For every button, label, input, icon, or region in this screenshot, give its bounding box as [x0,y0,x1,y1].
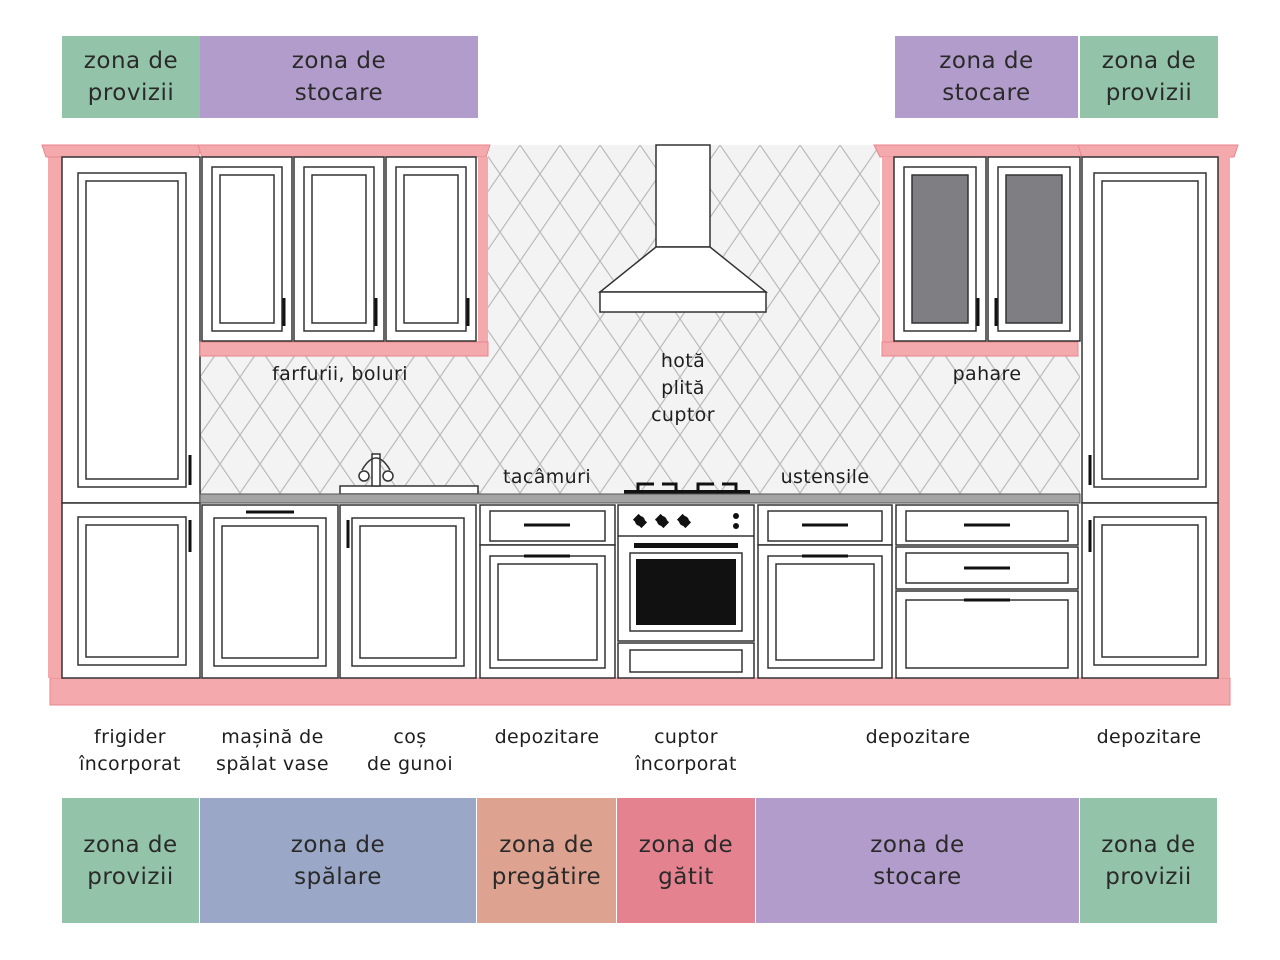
label-glasses: pahare [952,363,1022,385]
zone-top-stocare-left: zona de stocare [200,36,478,118]
zone-bottom-provizii-left: zona de provizii [62,798,199,923]
cooktop [624,482,750,495]
label-storage-right: depozitare [1096,726,1202,748]
label-cutlery: tacâmuri [502,466,592,488]
countertop [199,493,1081,504]
label-fridge: frigider încorporat [79,726,181,775]
label-storage-prep: depozitare [494,726,600,748]
zone-bottom-pregatire: zona de pregătire [477,798,616,923]
zone-top-provizii-left: zona de provizii [62,36,200,118]
zone-bottom-spalare: zona de spălare [200,798,476,923]
zone-bottom-stocare: zona de stocare [756,798,1079,923]
upper-cabinet-left [201,156,477,342]
label-storage-middle: depozitare [865,726,971,748]
base-plinth [49,677,1231,706]
oven-built-in [618,513,754,632]
upper-cabinet-right-glass [893,156,1081,342]
label-utensils: ustensile [780,466,870,488]
label-dishwasher: mașină de spălat vase [216,726,329,775]
zone-bottom-gatit: zona de gătit [617,798,755,923]
zone-top-provizii-right: zona de provizii [1080,36,1218,118]
tall-unit-left-frame [48,150,62,678]
label-bin: coș de gunoi [366,726,454,775]
range-hood [597,144,769,313]
label-oven: cuptor încorporat [635,726,737,775]
zone-bottom-provizii-right: zona de provizii [1080,798,1217,923]
zone-top-stocare-right: zona de stocare [895,36,1078,118]
label-hood-cooktop-oven: hotă plită cuptor [651,350,715,426]
label-plates: farfurii, boluri [272,363,408,385]
base-cabinets [201,504,1079,679]
